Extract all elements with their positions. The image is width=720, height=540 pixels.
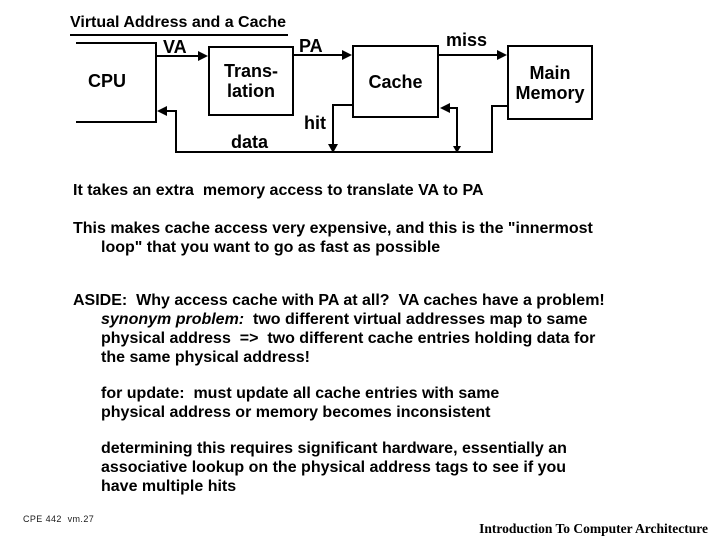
cache-box: Cache [352,45,439,118]
hit-line-horizontal [332,104,352,106]
body-line-segment: ASIDE: Why access cache with PA at all? … [73,292,605,309]
pa-arrowhead-icon [342,50,352,60]
body-line: determining this requires significant ha… [0,439,605,458]
body-text: It takes an extra memory access to trans… [0,181,605,496]
data-label: data [231,132,269,152]
body-line-italic-segment: synonym problem: [101,311,245,328]
hit-line-vertical [332,104,334,144]
pa-arrow-line [294,54,343,56]
translation-label-line1: Trans- [223,61,279,81]
body-line-segment: This makes cache access very expensive, … [73,220,593,237]
body-line: synonym problem: two different virtual a… [0,310,605,329]
bus-junction-arrowhead-icon [453,146,461,153]
cpu-box-top-line [76,42,156,44]
va-arrow-line [157,55,199,57]
body-line: This makes cache access very expensive, … [0,219,605,238]
memory-data-vertical [491,105,493,153]
miss-label: miss [446,30,488,50]
main-memory-box: Main Memory [507,45,593,120]
body-line-segment: the same physical address! [101,349,310,366]
pa-label: PA [299,36,323,56]
body-line: loop" that you want to go as fast as pos… [0,238,605,257]
cache-fill-arrowhead-icon [440,103,450,113]
data-return-arrowhead-icon [157,106,167,116]
translation-box: Trans- lation [208,46,294,116]
data-return-horizontal [166,110,177,112]
translation-label-line2: lation [227,81,275,101]
body-line: associative lookup on the physical addre… [0,458,605,477]
va-arrowhead-icon [198,51,208,61]
body-line: physical address or memory becomes incon… [0,403,605,422]
cache-label: Cache [368,71,423,92]
body-line: It takes an extra memory access to trans… [0,181,605,200]
body-line-segment: associative lookup on the physical addre… [101,459,567,476]
body-line-segment: determining this requires significant ha… [101,440,567,457]
body-line-segment: It takes an extra memory access to trans… [73,182,484,199]
body-line: have multiple hits [0,477,605,496]
miss-arrowhead-icon [497,50,507,60]
main-memory-label-line1: Main [529,62,571,83]
cpu-box-right-line [155,42,157,123]
body-line-segment: have multiple hits [101,478,237,495]
body-line: ASIDE: Why access cache with PA at all? … [0,291,605,310]
body-line-segment: loop" that you want to go as fast as pos… [101,239,441,256]
slide-title: Virtual Address and a Cache [70,13,289,36]
body-line-segment: for update: must update all cache entrie… [101,385,500,402]
hit-label: hit [304,113,326,133]
main-memory-label-line2: Memory [515,82,585,103]
body-line: the same physical address! [0,348,605,367]
va-label: VA [163,37,187,57]
cpu-label: CPU [88,71,127,91]
body-line-segment: physical address => two different cache … [101,330,596,347]
hit-arrowhead-icon [328,144,338,153]
cpu-box-bottom-line [76,121,156,123]
cache-fill-vertical [456,107,458,152]
footer-course-label: CPE 442 vm.27 [23,514,95,524]
data-bus-line [175,151,493,153]
data-return-vertical [175,110,177,153]
miss-arrow-line [439,54,498,56]
footer-series-label: Introduction To Computer Architecture [479,521,708,536]
cache-fill-horizontal [449,107,458,109]
body-line-segment: two different virtual addresses map to s… [244,311,588,328]
body-line: for update: must update all cache entrie… [0,384,605,403]
body-line: physical address => two different cache … [0,329,605,348]
memory-data-horizontal [491,105,509,107]
body-line-segment: physical address or memory becomes incon… [101,404,491,421]
